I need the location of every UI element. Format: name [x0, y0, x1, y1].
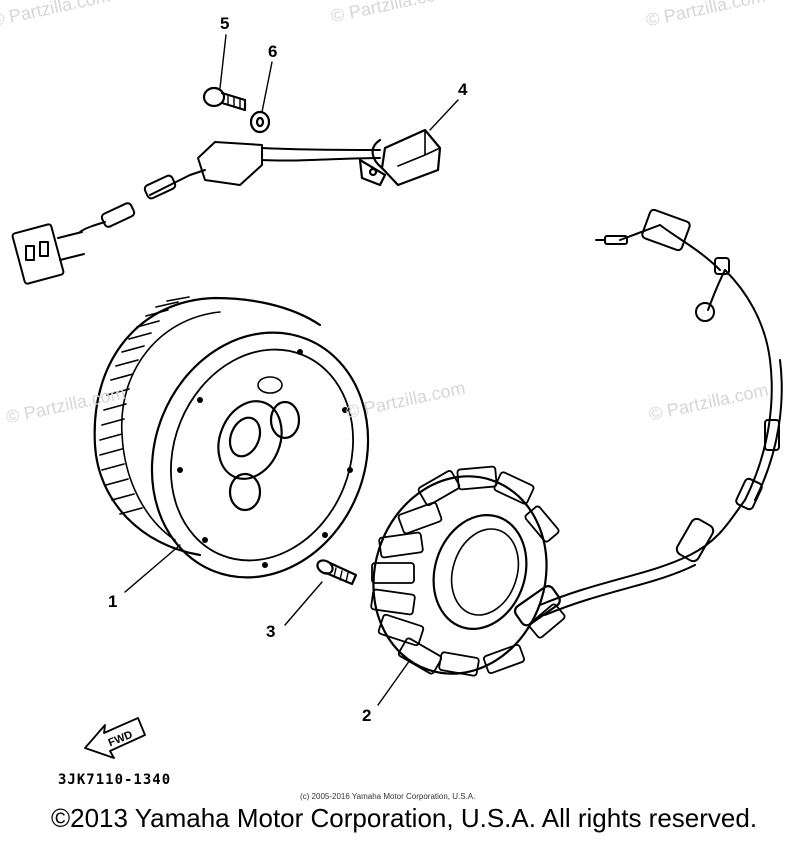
stator-assembly — [370, 465, 566, 677]
part-code: 3JK7110-1340 — [58, 772, 172, 788]
callout-5: 5 — [220, 14, 230, 33]
pickup-coil — [358, 128, 442, 187]
callout-1: 1 — [108, 592, 118, 611]
stator-bolt — [316, 559, 358, 586]
leader-lines — [124, 34, 459, 706]
callout-3: 3 — [266, 622, 276, 641]
pickup-bolt — [202, 86, 247, 112]
callout-6: 6 — [268, 42, 278, 61]
small-copyright: (c) 2005-2016 Yamaha Motor Corporation, … — [300, 792, 476, 801]
callout-2: 2 — [362, 706, 372, 725]
washer — [249, 110, 271, 134]
stator-wire-harness — [539, 208, 783, 616]
copyright-notice: ©2013 Yamaha Motor Corporation, U.S.A. A… — [50, 803, 758, 833]
fwd-arrow-icon — [84, 717, 146, 759]
flywheel-rotor — [93, 296, 370, 579]
callout-4: 4 — [458, 80, 468, 99]
pickup-coil-harness — [11, 141, 381, 285]
